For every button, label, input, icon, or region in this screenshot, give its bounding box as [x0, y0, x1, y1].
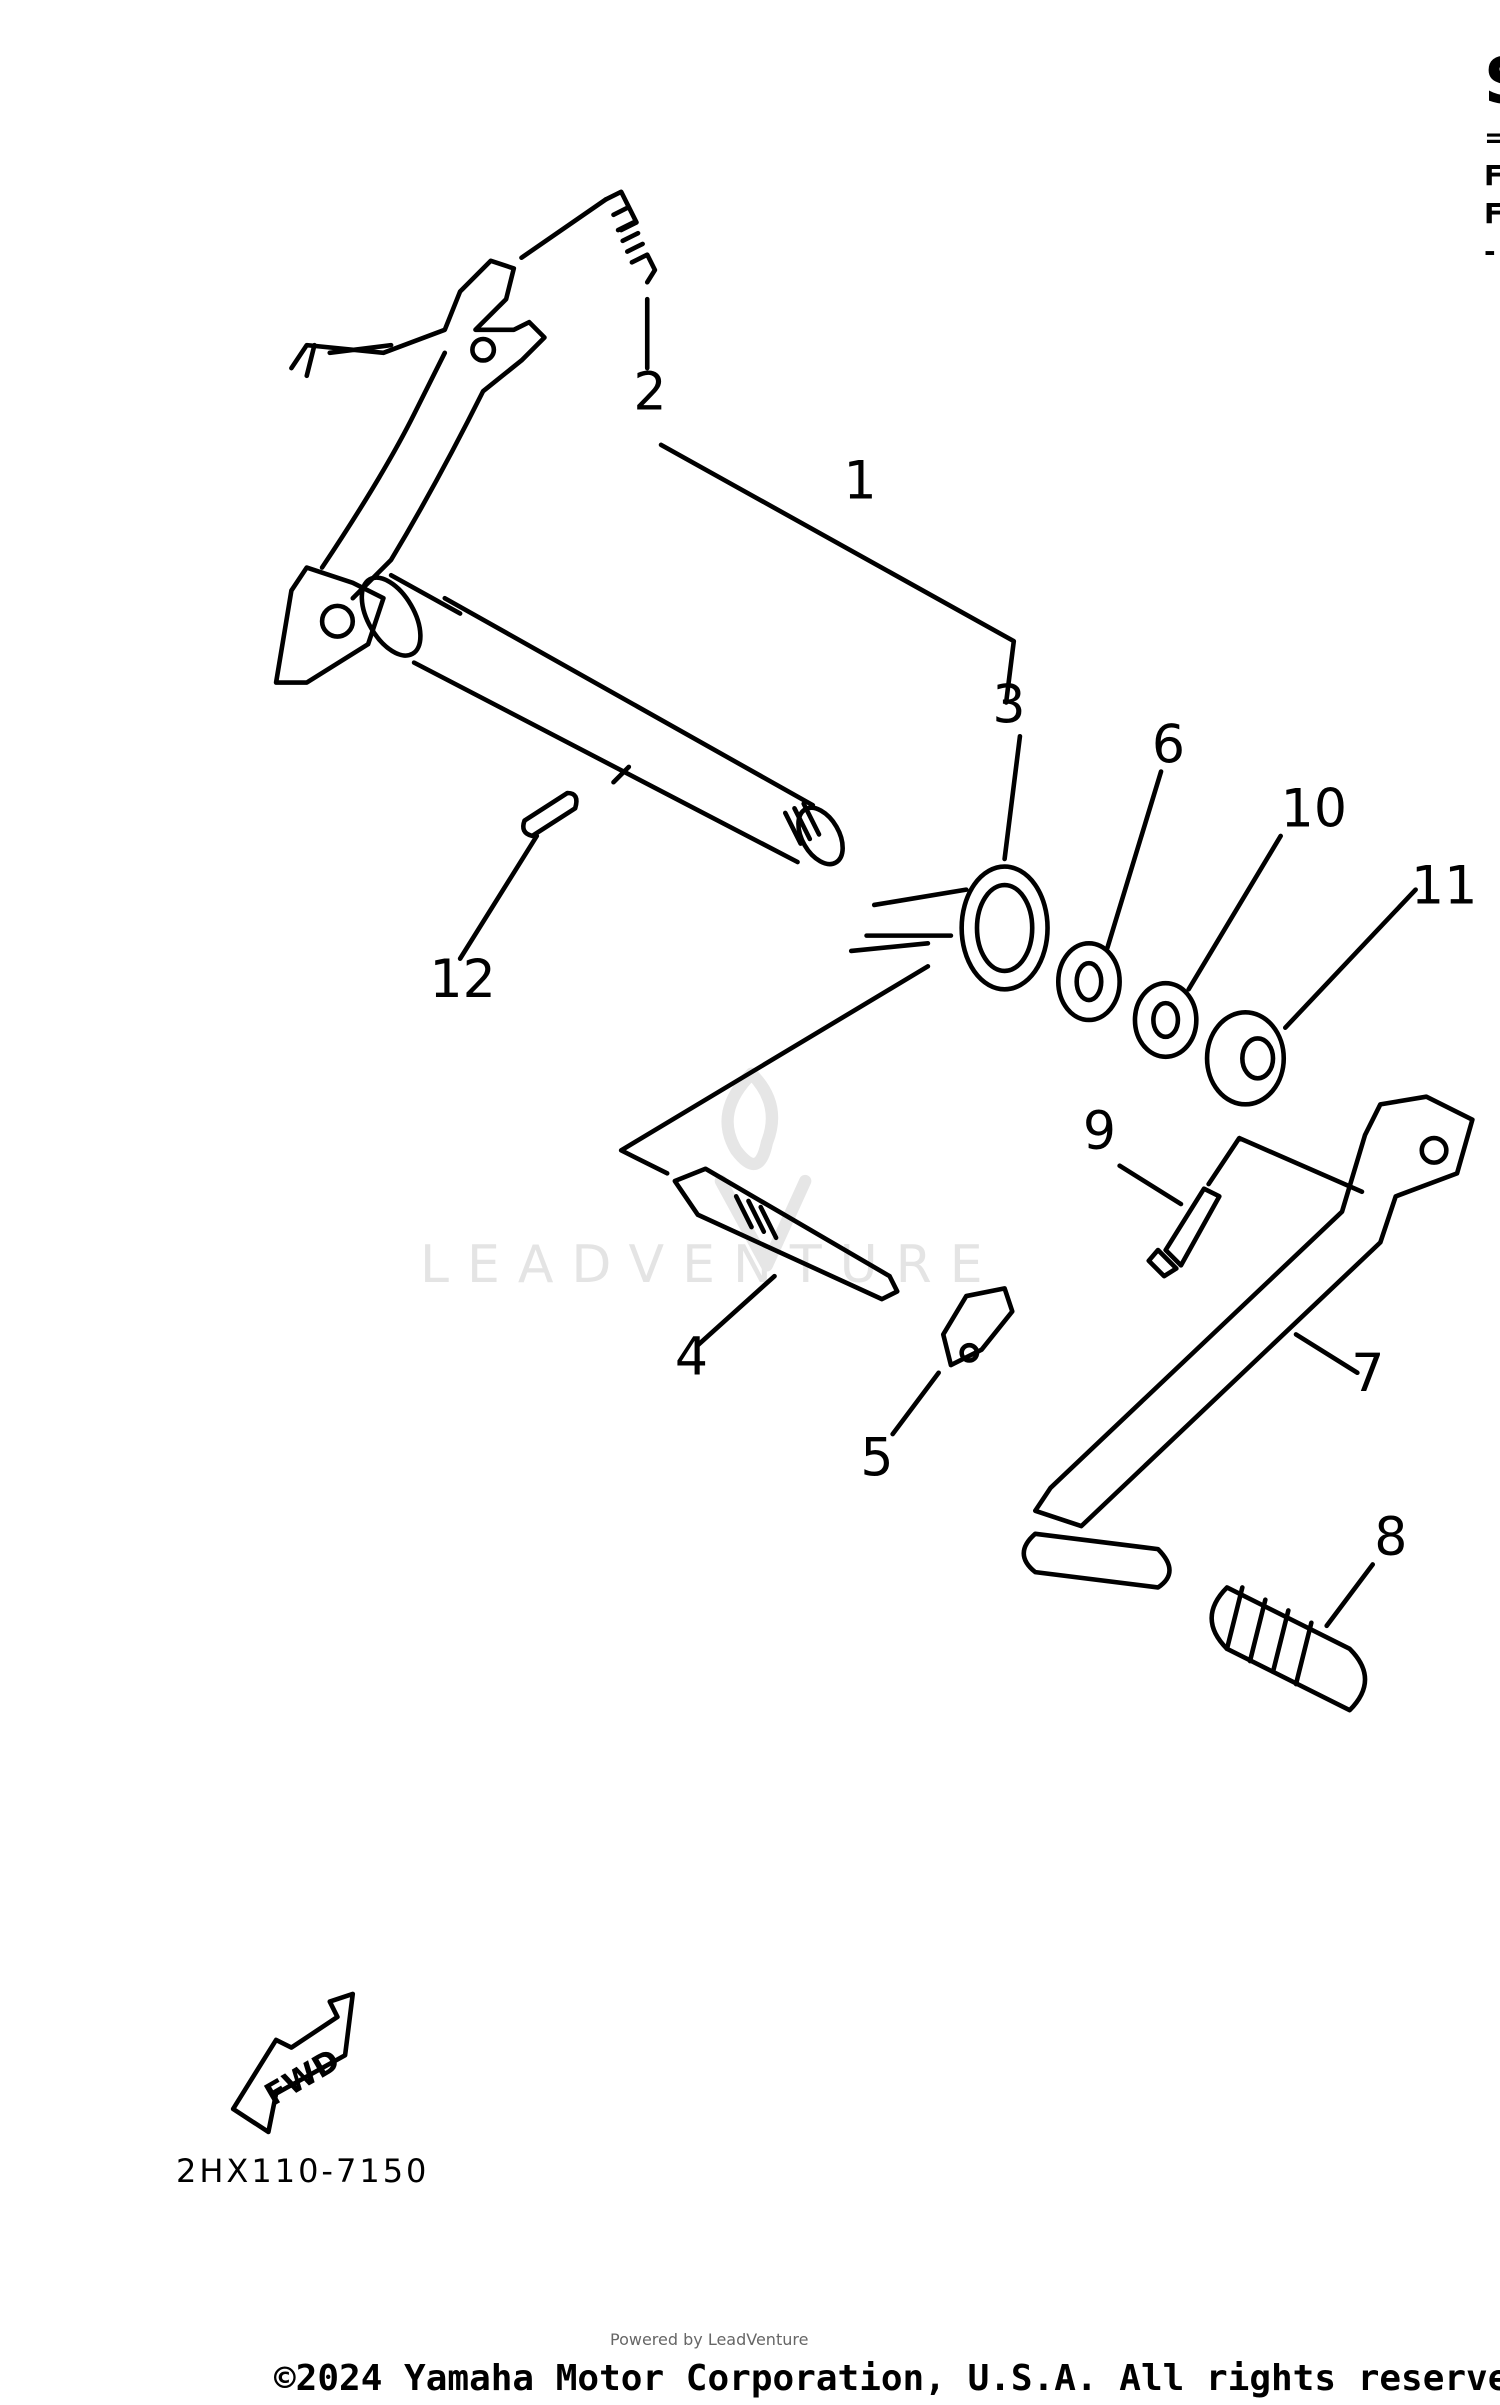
- callout-12: 12: [429, 950, 495, 1010]
- callout-10: 10: [1281, 780, 1347, 840]
- part-torsion-spring[interactable]: [658, 442, 1050, 992]
- fwd-arrow-icon: FWD: [230, 1991, 356, 2135]
- header-line: F: [1484, 197, 1500, 230]
- callout-9: 9: [1083, 1102, 1116, 1162]
- header-letter: S: [1484, 50, 1500, 114]
- part-collar[interactable]: [1204, 887, 1418, 1107]
- header-fragment: S = F F -: [1484, 50, 1500, 266]
- callout-6: 6: [1152, 715, 1185, 775]
- header-line: F: [1484, 159, 1500, 192]
- callout-4: 4: [675, 1327, 708, 1387]
- part-spring[interactable]: [519, 189, 658, 371]
- part-bolt[interactable]: [1117, 1135, 1365, 1279]
- callout-5: 5: [860, 1429, 893, 1489]
- fwd-label: FWD: [259, 2043, 346, 2113]
- part-shift-pedal[interactable]: [1021, 1094, 1475, 1590]
- callout-1: 1: [844, 452, 877, 512]
- copyright-notice: ©2024 Yamaha Motor Corporation, U.S.A. A…: [274, 2358, 1500, 2399]
- callout-11: 11: [1411, 856, 1477, 916]
- callout-3: 3: [992, 675, 1025, 735]
- part-pedal-rubber[interactable]: [1209, 1562, 1375, 1713]
- diagram-code: 2HX110-7150: [176, 2152, 430, 2190]
- callout-2: 2: [633, 363, 666, 423]
- watermark-logo: [714, 1067, 812, 1272]
- part-stud-bolt[interactable]: [618, 964, 931, 1348]
- part-washer[interactable]: [1132, 833, 1283, 1060]
- powered-by: Powered by LeadVenture: [610, 2330, 809, 2349]
- header-line: -: [1484, 235, 1496, 268]
- part-shift-shaft[interactable]: [273, 258, 852, 872]
- watermark: LEADVENTURE: [420, 1235, 1001, 1295]
- part-oil-seal[interactable]: [1055, 769, 1164, 1023]
- callout-8: 8: [1374, 1508, 1407, 1568]
- part-pin[interactable]: [457, 764, 632, 961]
- callout-7: 7: [1351, 1344, 1384, 1404]
- header-line: =: [1484, 121, 1500, 154]
- part-stopper-plate[interactable]: [890, 1286, 1015, 1437]
